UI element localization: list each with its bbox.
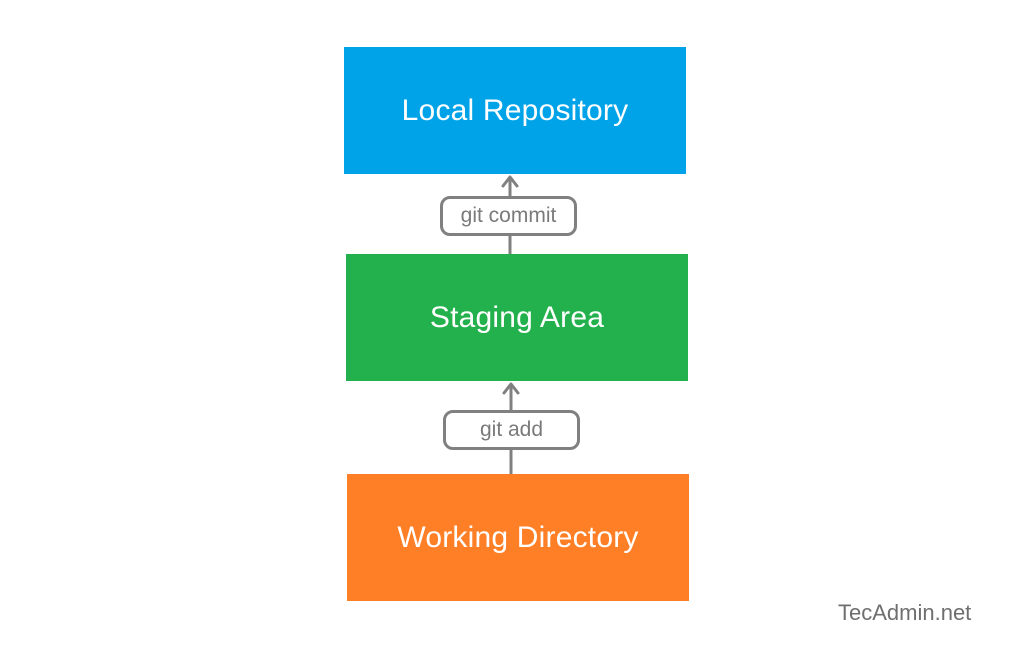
- commit-arrowhead-icon: [501, 175, 519, 188]
- working-directory-label: Working Directory: [397, 520, 639, 554]
- local-repository-box: Local Repository: [344, 47, 686, 174]
- git-commit-label: git commit: [440, 196, 577, 236]
- working-directory-box: Working Directory: [347, 474, 689, 601]
- add-arrowhead-icon: [502, 382, 520, 395]
- git-add-label: git add: [443, 410, 580, 450]
- staging-area-label: Staging Area: [429, 300, 605, 334]
- staging-area-box: Staging Area: [346, 254, 688, 381]
- git-commit-text: git commit: [460, 204, 557, 227]
- git-add-text: git add: [479, 418, 544, 441]
- watermark: TecAdmin.net: [838, 600, 972, 625]
- local-repository-label: Local Repository: [401, 93, 629, 127]
